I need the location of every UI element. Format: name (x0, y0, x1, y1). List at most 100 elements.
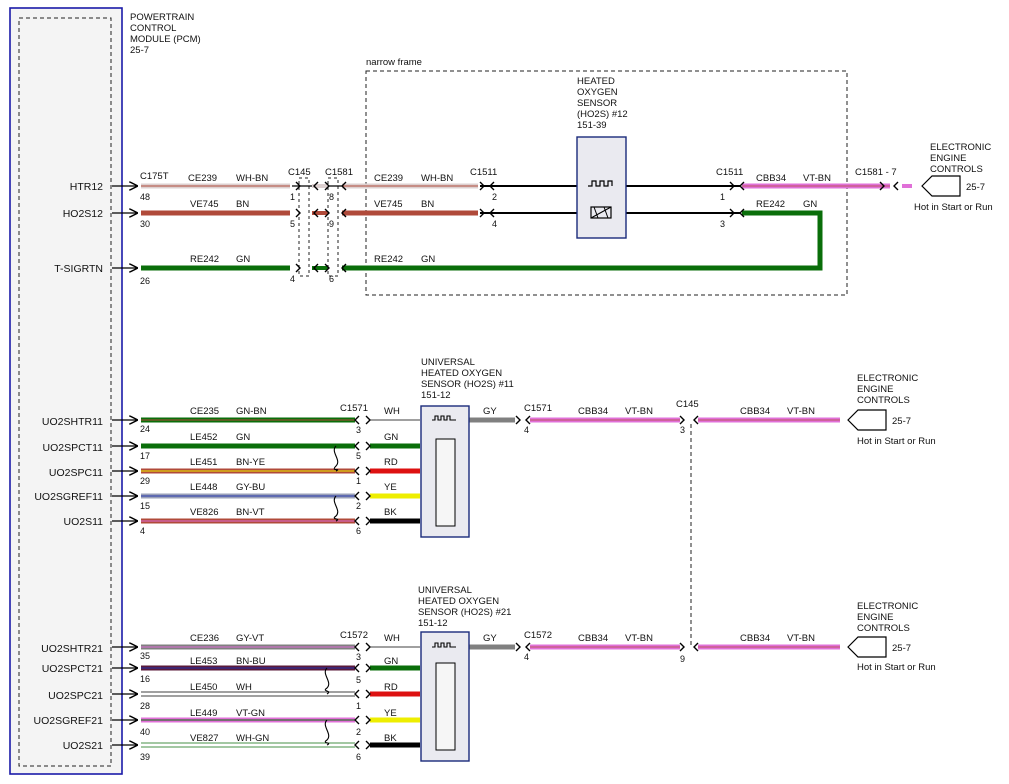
eec-ref: 25-7 (892, 416, 911, 427)
connector-pin: 5 (356, 451, 361, 461)
pin-number: 48 (140, 192, 150, 202)
pin-label: UO2SPCT11 (43, 442, 104, 454)
connector-label: C1581 - 7 (855, 167, 897, 178)
wire-color: GN (236, 254, 250, 265)
connector-pin: 1 (720, 192, 725, 202)
sensor-title: UNIVERSAL (421, 357, 475, 368)
lead-color: RD (384, 682, 398, 693)
connector-label: C145 (288, 167, 311, 178)
wire-color: WH-BN (421, 173, 453, 184)
sensor-title: HEATED OXYGEN (421, 368, 502, 379)
pin-number: 35 (140, 651, 150, 661)
ho2s-11-sensor: UNIVERSAL HEATED OXYGEN SENSOR (HO2S) #1… (420, 357, 514, 538)
pin-label: T-SIGRTN (54, 263, 103, 275)
connector-pin: 4 (524, 425, 529, 435)
wire-color: WH-BN (236, 173, 268, 184)
connector-label: C1571 (340, 403, 368, 414)
lead-color: BK (384, 733, 397, 744)
connector-pin: 9 (680, 654, 685, 664)
wire-circuit: CBB34 (578, 633, 608, 644)
connector-label: C1571 (524, 403, 552, 414)
connector-pin: 8 (329, 192, 334, 202)
pin-label: HO2S12 (63, 208, 103, 220)
connector-pin: 2 (356, 727, 361, 737)
heater-element-icon (588, 180, 613, 187)
wire-color: GY-VT (236, 633, 264, 644)
wire-circuit: LE448 (190, 482, 217, 493)
wire-color: WH-GN (236, 733, 269, 744)
wire-circuit: VE745 (374, 199, 403, 210)
eec-note: Hot in Start or Run (857, 436, 936, 447)
connector-pin: 6 (356, 752, 361, 762)
wire-color: GN (236, 432, 250, 443)
sensor-title: UNIVERSAL (418, 585, 472, 596)
wire-color: WH (236, 682, 252, 693)
top-wires (112, 186, 912, 268)
lead-color: BK (384, 507, 397, 518)
wire-circuit: LE452 (190, 432, 217, 443)
connector-pin: 1 (290, 192, 295, 202)
bank2-wires (112, 647, 840, 747)
connector-pin: 3 (680, 425, 685, 435)
wire-color: VT-BN (803, 173, 831, 184)
lead-color: GN (384, 432, 398, 443)
sensor-title: 151-39 (577, 120, 607, 131)
bank1-wires (112, 420, 840, 645)
pin-number: 15 (140, 501, 150, 511)
connector-pin: 6 (329, 274, 334, 284)
wire-circuit: VE827 (190, 733, 219, 744)
wire-circuit: CE239 (374, 173, 403, 184)
pcm-title-4: 25-7 (130, 45, 149, 56)
wire-color: VT-BN (625, 406, 653, 417)
connector-label: C1511 (470, 167, 497, 178)
pin-label: UO2SHTR21 (41, 643, 103, 655)
heater-element-icon (432, 415, 456, 421)
connector-pin: 6 (356, 526, 361, 536)
eec-connector-icon (847, 409, 887, 431)
wire-circuit: RE242 (756, 199, 785, 210)
eec-connector-icon (847, 636, 887, 658)
lead-color: RD (384, 457, 398, 468)
c145-connector-box (298, 177, 310, 277)
sensor-title: 151-12 (418, 618, 448, 629)
connector-pin: 4 (492, 219, 497, 229)
connector-label: C145 (676, 399, 699, 410)
connector-pin: 9 (329, 219, 334, 229)
sensor-title: HEATED (577, 76, 615, 87)
wire-circuit: LE451 (190, 457, 217, 468)
pin-number: 39 (140, 752, 150, 762)
eec-title: CONTROLS (857, 395, 910, 406)
wire-color: VT-BN (625, 633, 653, 644)
pin-label: UO2SHTR11 (42, 416, 103, 428)
pcm-pin-numbers: 48 30 26 24 17 29 15 4 35 16 28 40 39 (140, 192, 150, 762)
pin-number: 30 (140, 219, 150, 229)
pcm-title-1: POWERTRAIN (130, 12, 194, 23)
eec-title: CONTROLS (857, 623, 910, 634)
eec-title: ELECTRONIC (930, 142, 991, 153)
wire-circuit: CE235 (190, 406, 219, 417)
frame-label: narrow frame (366, 57, 422, 68)
lead-color: YE (384, 482, 397, 493)
eec-note: Hot in Start or Run (914, 202, 993, 213)
connector-label: C175T (140, 171, 169, 182)
wire-circuit: LE449 (190, 708, 217, 719)
wire-color: GN-BN (236, 406, 267, 417)
sensor-title: OXYGEN (577, 87, 618, 98)
pin-label: UO2SGREF21 (34, 715, 104, 727)
eec-ref: 25-7 (892, 643, 911, 654)
wire-color: GN (421, 254, 435, 265)
wire-circuit: VE826 (190, 507, 219, 518)
lead-color: GN (384, 656, 398, 667)
wire-color: BN-BU (236, 656, 266, 667)
pin-label: UO2S21 (63, 740, 103, 752)
sensor-title: 151-12 (421, 390, 451, 401)
sensor-title: SENSOR (577, 98, 617, 109)
pcm-pin-labels: HTR12 HO2S12 T-SIGRTN UO2SHTR11 UO2SPCT1… (34, 181, 104, 752)
connector-pin: 2 (356, 501, 361, 511)
bank1-labels: CE235 GN-BN LE452 GN LE451 BN-YE LE448 G… (190, 399, 815, 536)
bank1-arrows (354, 415, 699, 526)
wire-color: VT-BN (787, 633, 815, 644)
lead-color: GY (483, 633, 497, 644)
eec-ref: 25-7 (966, 182, 985, 193)
